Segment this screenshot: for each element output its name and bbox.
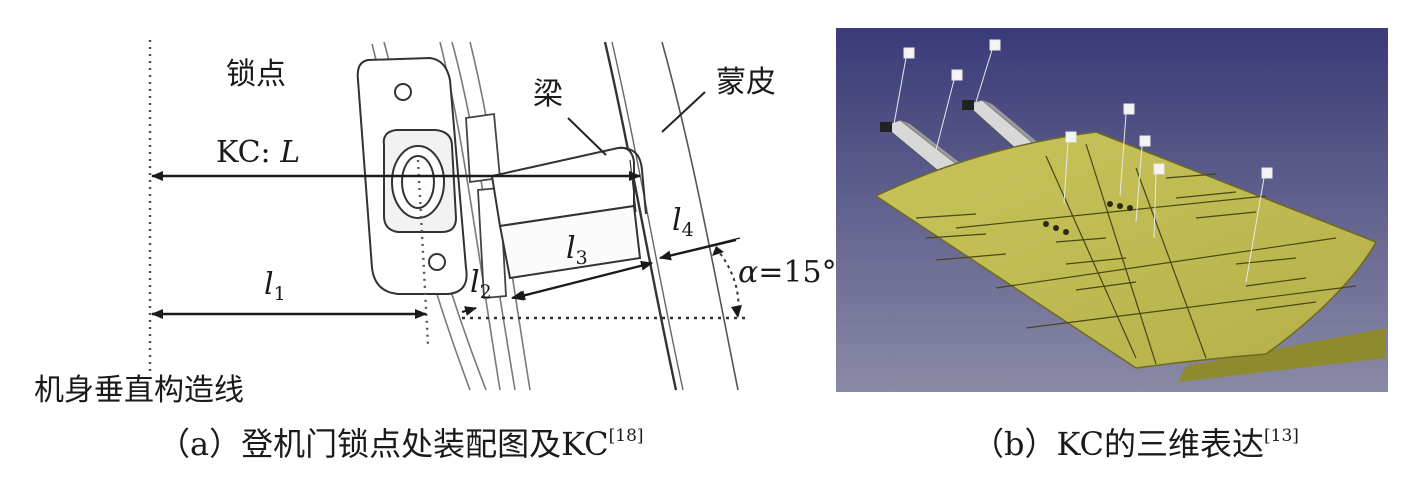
- l3-sub: 3: [575, 247, 588, 269]
- lock-bottom-screw: [428, 253, 446, 271]
- beam-label: 梁: [533, 77, 563, 112]
- beam: [490, 146, 647, 280]
- alpha-value: =15°: [758, 255, 837, 290]
- kc-variable: L: [280, 135, 301, 170]
- kc-text: KC:: [216, 135, 271, 170]
- alpha-symbol: α: [738, 255, 759, 290]
- l4-sub: 4: [681, 219, 694, 241]
- kc-label: KC: L: [216, 138, 300, 168]
- lock-body: [356, 56, 468, 295]
- skin-label: 蒙皮: [716, 65, 776, 100]
- l1-var: l: [264, 267, 274, 302]
- render-skin-panel: [874, 131, 1386, 382]
- l1-label: l1: [264, 270, 286, 304]
- alpha-ray: [659, 237, 741, 259]
- assembly-drawing: [148, 40, 748, 391]
- caption-b-ref: [13]: [1264, 426, 1299, 446]
- caption-a-text: （a）登机门锁点处装配图及KC: [158, 425, 609, 463]
- render-kc-flags: [893, 39, 1273, 283]
- l2-dimension-line: [461, 306, 477, 316]
- l3-label: l3: [566, 234, 588, 268]
- alpha-label: α=15°: [738, 258, 837, 288]
- panel-a: 锁点 梁 蒙皮 KC: L l1 l2 l3 l4 α=15° 机身垂直构造线: [34, 40, 837, 408]
- caption-b-text: （b）KC的三维表达: [972, 425, 1265, 463]
- l4-var: l: [672, 203, 682, 238]
- lock-point-label: 锁点: [226, 57, 286, 92]
- panel-b: [836, 28, 1388, 392]
- fuselage-line-label: 机身垂直构造线: [34, 373, 244, 408]
- l3-var: l: [566, 231, 576, 266]
- kc-3d-render: [836, 28, 1388, 392]
- alpha-arc: [715, 247, 740, 317]
- l2-sub: 2: [479, 281, 492, 303]
- beam-leader: [567, 117, 607, 156]
- caption-b: （b）KC的三维表达[13]: [972, 425, 1299, 463]
- l4-label: l4: [672, 206, 694, 240]
- caption-a: （a）登机门锁点处装配图及KC[18]: [158, 425, 644, 463]
- l2-var: l: [470, 265, 480, 300]
- lock-top-screw: [394, 83, 412, 101]
- caption-a-ref: [18]: [608, 426, 644, 446]
- skin-leader: [661, 91, 706, 133]
- l3-dimension-line: [513, 260, 653, 301]
- l2-label: l2: [470, 268, 492, 302]
- l1-sub: 1: [273, 283, 286, 305]
